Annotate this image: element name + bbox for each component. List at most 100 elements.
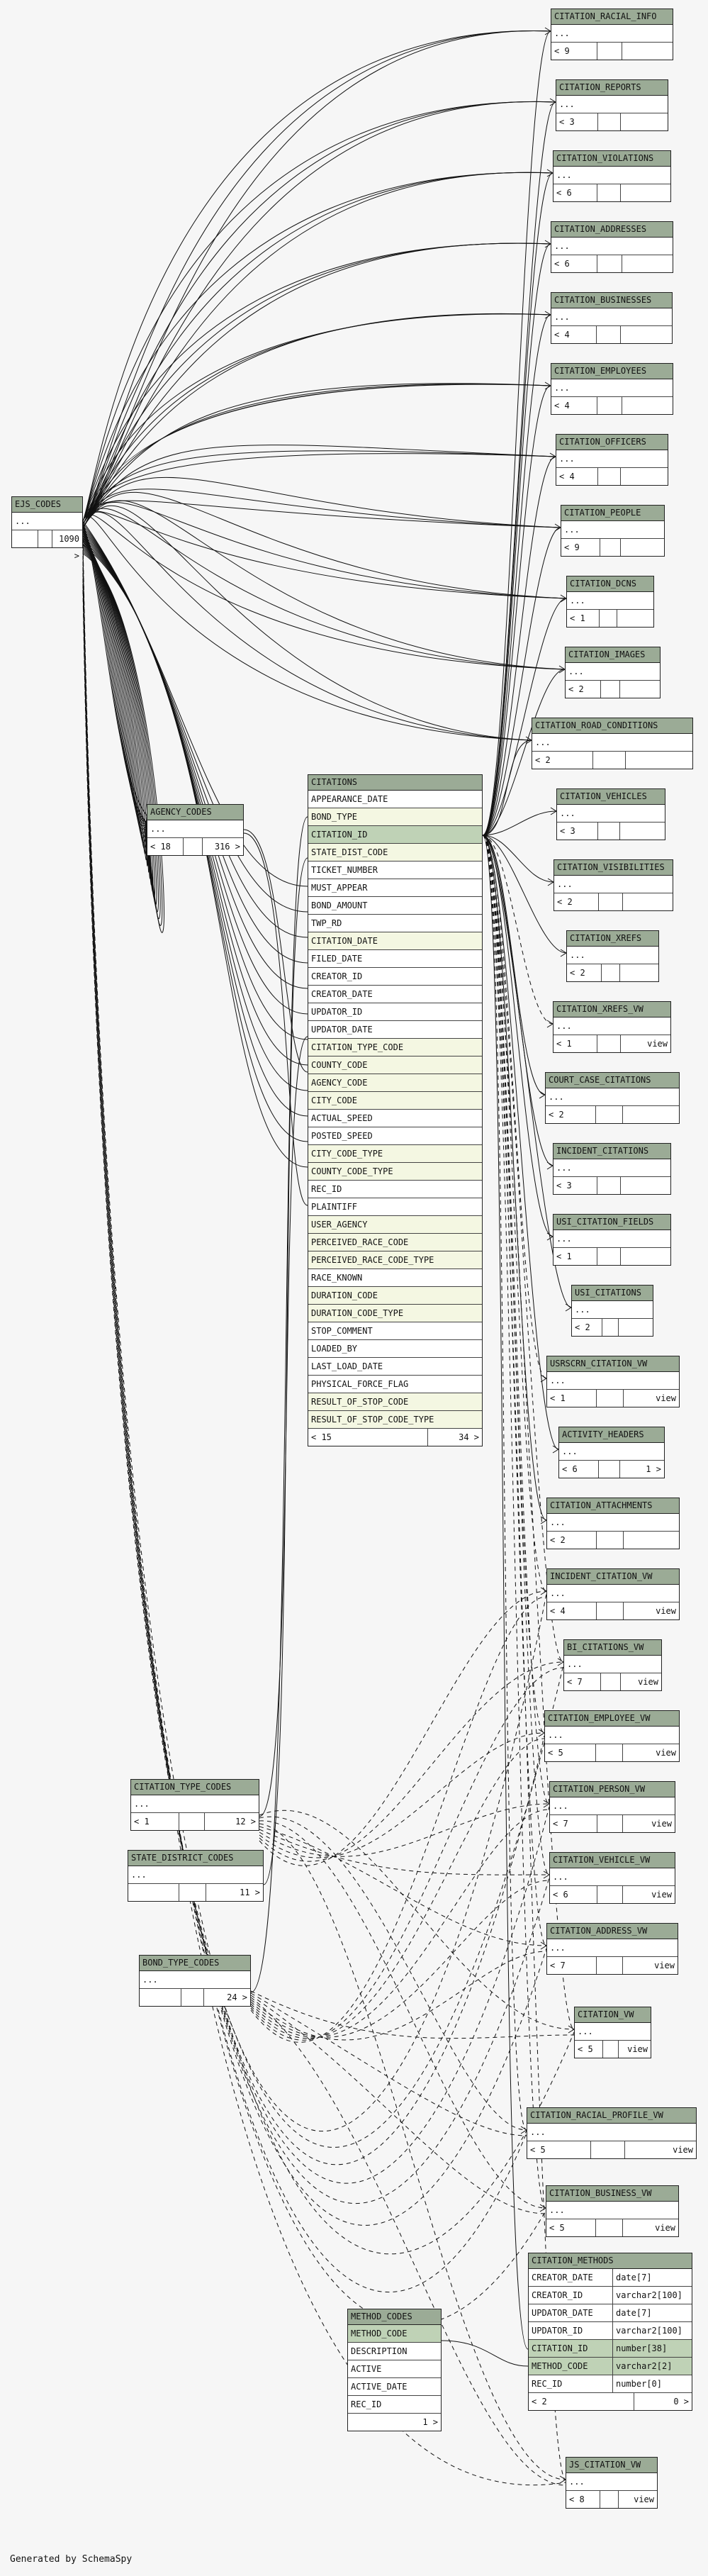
column-row[interactable]: LAST_LOAD_DATE xyxy=(308,1358,482,1376)
collapsed-columns[interactable]: ... xyxy=(527,2124,696,2141)
column-row[interactable]: UPDATOR_DATE xyxy=(308,1021,482,1039)
collapsed-columns[interactable]: ... xyxy=(550,1797,675,1815)
collapsed-columns[interactable]: ... xyxy=(556,450,668,468)
column-row[interactable]: BOND_AMOUNT xyxy=(308,897,482,915)
column-row[interactable]: PERCEIVED_RACE_CODE xyxy=(308,1234,482,1251)
column-row[interactable]: LOADED_BY xyxy=(308,1340,482,1358)
column-row[interactable]: AGENCY_CODE xyxy=(308,1074,482,1092)
column-row[interactable]: ACTUAL_SPEED xyxy=(308,1110,482,1127)
column-row[interactable]: CITATION_DATE xyxy=(308,932,482,950)
table-citation-dcns[interactable]: CITATION_DCNS...< 1 xyxy=(566,576,654,628)
column-row[interactable]: RESULT_OF_STOP_CODE_TYPE xyxy=(308,1411,482,1429)
column-row[interactable]: ACTIVE_DATE xyxy=(348,2378,441,2396)
collapsed-columns[interactable]: ... xyxy=(575,2023,651,2041)
collapsed-columns[interactable]: ... xyxy=(554,1159,670,1177)
column-row[interactable]: PERCEIVED_RACE_CODE_TYPE xyxy=(308,1251,482,1269)
table-citation-businesses[interactable]: CITATION_BUSINESSES...< 4 xyxy=(551,292,673,344)
collapsed-columns[interactable]: ... xyxy=(559,1443,664,1461)
collapsed-columns[interactable]: ... xyxy=(554,876,673,893)
column-row[interactable]: DESCRIPTION xyxy=(348,2343,441,2360)
collapsed-columns[interactable]: ... xyxy=(566,2473,657,2491)
collapsed-columns[interactable]: ... xyxy=(147,820,243,838)
collapsed-columns[interactable]: ... xyxy=(557,805,665,823)
collapsed-columns[interactable]: ... xyxy=(547,1514,679,1532)
column-row[interactable]: PHYSICAL_FORCE_FLAG xyxy=(308,1376,482,1393)
column-row[interactable]: RACE_KNOWN xyxy=(308,1269,482,1287)
collapsed-columns[interactable]: ... xyxy=(561,521,664,539)
collapsed-columns[interactable]: ... xyxy=(554,167,670,184)
table-ejs-codes[interactable]: EJS_CODES...1090 > xyxy=(11,496,83,561)
table-usi-citation-fields[interactable]: USI_CITATION_FIELDS...< 1 xyxy=(553,1214,671,1266)
collapsed-columns[interactable]: ... xyxy=(556,96,668,113)
collapsed-columns[interactable]: ... xyxy=(572,1301,653,1319)
column-row[interactable]: APPEARANCE_DATE xyxy=(308,791,482,808)
table-state-district-codes[interactable]: STATE_DISTRICT_CODES...11 > xyxy=(128,1850,264,1902)
collapsed-columns[interactable]: ... xyxy=(551,238,673,255)
table-citation-visibilities[interactable]: CITATION_VISIBILITIES...< 2 xyxy=(554,859,673,911)
column-row[interactable]: CITATION_TYPE_CODE xyxy=(308,1039,482,1056)
column-row[interactable]: POSTED_SPEED xyxy=(308,1127,482,1145)
column-row[interactable]: TICKET_NUMBER xyxy=(308,862,482,879)
column-row[interactable]: REC_ID xyxy=(348,2396,441,2414)
column-row[interactable]: DURATION_CODE xyxy=(308,1287,482,1305)
column-row[interactable]: MUST_APPEAR xyxy=(308,879,482,897)
table-citation-attachments[interactable]: CITATION_ATTACHMENTS...< 2 xyxy=(546,1498,680,1549)
column-row[interactable]: STOP_COMMENT xyxy=(308,1322,482,1340)
column-row[interactable]: BOND_TYPE xyxy=(308,808,482,826)
table-citation-officers[interactable]: CITATION_OFFICERS...< 4 xyxy=(556,434,668,486)
collapsed-columns[interactable]: ... xyxy=(546,2202,678,2219)
table-usi-citations[interactable]: USI_CITATIONS...< 2 xyxy=(571,1285,653,1337)
collapsed-columns[interactable]: ... xyxy=(564,1656,661,1673)
column-row[interactable]: CITATION_ID xyxy=(308,826,482,844)
column-row[interactable]: FILED_DATE xyxy=(308,950,482,968)
column-row[interactable]: RESULT_OF_STOP_CODE xyxy=(308,1393,482,1411)
table-citation-reports[interactable]: CITATION_REPORTS...< 3 xyxy=(556,79,668,131)
column-row[interactable]: PLAINTIFF xyxy=(308,1198,482,1216)
column-row[interactable]: METHOD_CODE xyxy=(348,2325,441,2343)
column-row[interactable]: STATE_DIST_CODE xyxy=(308,844,482,862)
column-row[interactable]: CITY_CODE xyxy=(308,1092,482,1110)
table-citation-xrefs[interactable]: CITATION_XREFS...< 2 xyxy=(566,930,659,982)
collapsed-columns[interactable]: ... xyxy=(554,1230,670,1248)
collapsed-columns[interactable]: ... xyxy=(547,1939,678,1957)
collapsed-columns[interactable]: ... xyxy=(547,1372,679,1390)
column-row[interactable]: CREATOR_ID xyxy=(308,968,482,986)
table-citation-vehicles[interactable]: CITATION_VEHICLES...< 3 xyxy=(556,788,665,840)
column-row[interactable]: UPDATOR_ID xyxy=(308,1003,482,1021)
collapsed-columns[interactable]: ... xyxy=(140,1971,250,1989)
collapsed-columns[interactable]: ... xyxy=(550,1868,675,1886)
table-citation-employees[interactable]: CITATION_EMPLOYEES...< 4 xyxy=(551,363,673,415)
table-court-case-citations[interactable]: COURT_CASE_CITATIONS...< 2 xyxy=(545,1072,680,1124)
column-row[interactable]: COUNTY_CODE xyxy=(308,1056,482,1074)
collapsed-columns[interactable]: ... xyxy=(547,1585,679,1602)
table-citation-road-conditions[interactable]: CITATION_ROAD_CONDITIONS...< 2 xyxy=(532,718,693,769)
collapsed-columns[interactable]: ... xyxy=(567,947,658,964)
collapsed-columns[interactable]: ... xyxy=(128,1866,263,1884)
column-row[interactable]: TWP_RD xyxy=(308,915,482,932)
table-citation-violations[interactable]: CITATION_VIOLATIONS...< 6 xyxy=(553,150,671,202)
collapsed-columns[interactable]: ... xyxy=(12,513,82,530)
table-citation-images[interactable]: CITATION_IMAGES...< 2 xyxy=(565,647,661,698)
collapsed-columns[interactable]: ... xyxy=(567,592,653,610)
